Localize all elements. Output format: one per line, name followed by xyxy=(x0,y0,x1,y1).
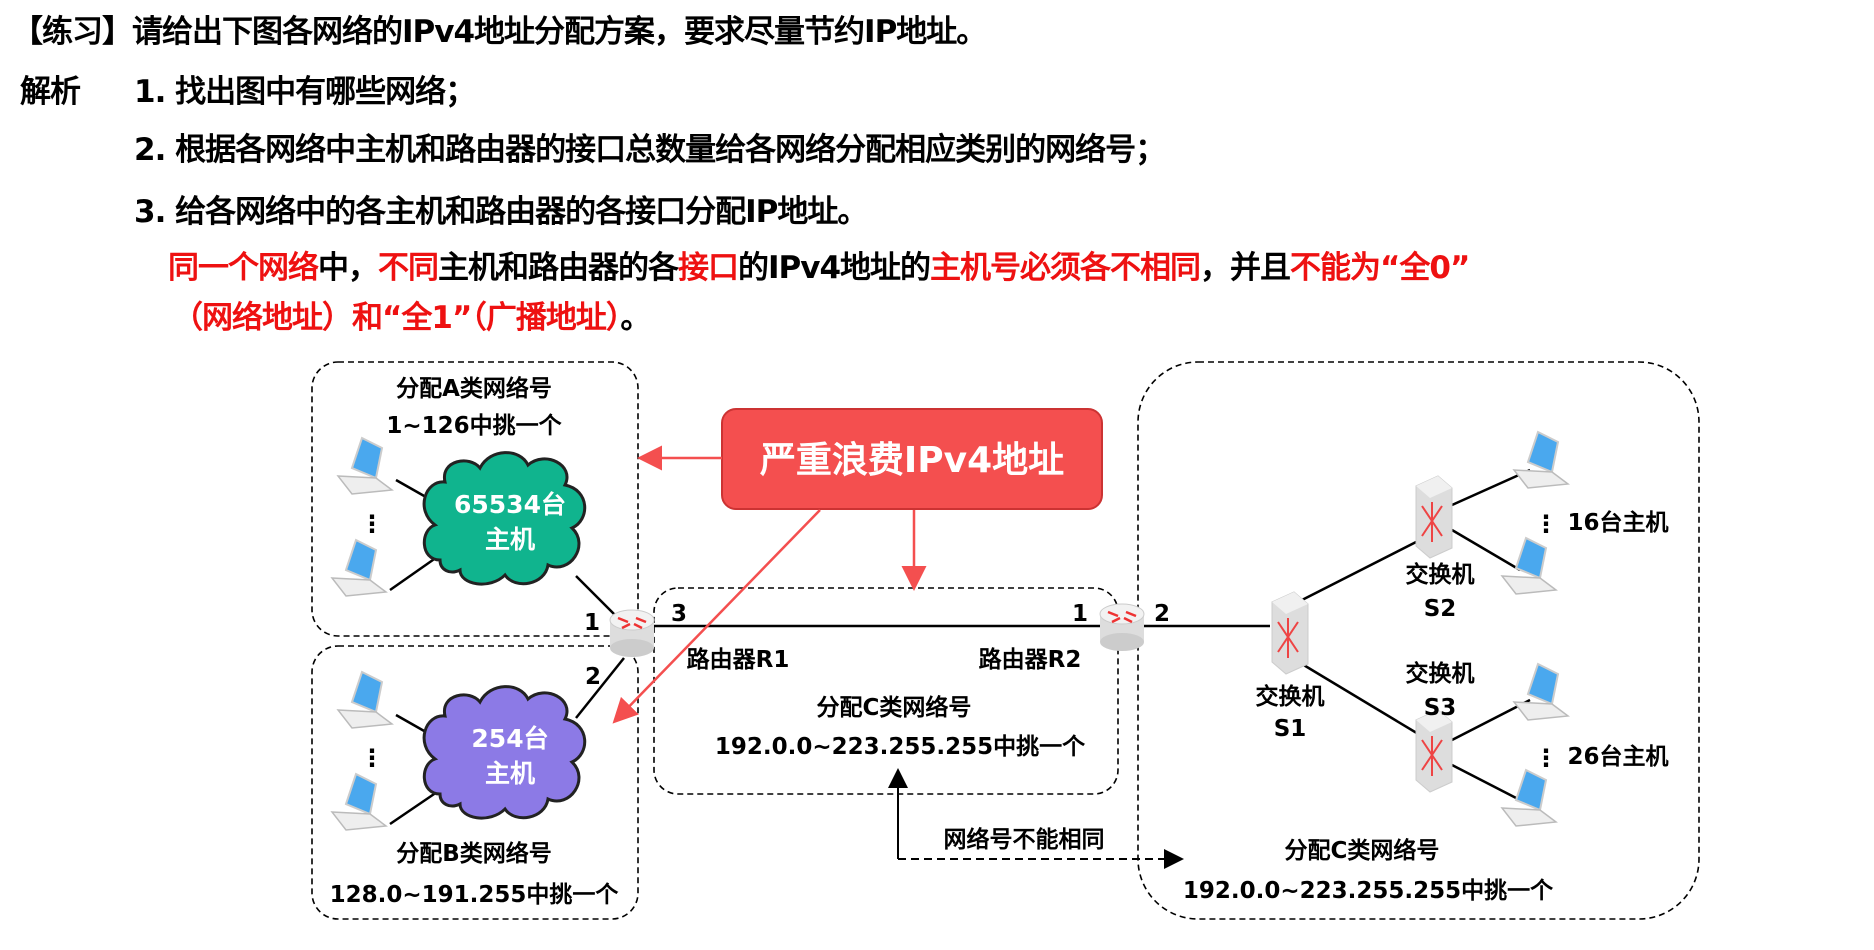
r1-port-1: 1 xyxy=(584,610,600,636)
switch-s3-label: 交换机 xyxy=(1406,660,1475,687)
net-right-range: 192.0.0~223.255.255中挑一个 xyxy=(1183,878,1554,904)
note-part: 接口 xyxy=(678,250,739,286)
net-a-title: 分配A类网络号 xyxy=(396,375,552,402)
note-part: 的IPv4地址的 xyxy=(738,250,931,286)
r1-port-2: 2 xyxy=(585,664,601,690)
r1-port-3: 3 xyxy=(671,601,687,627)
cloud-b: 254台 主机 xyxy=(422,685,587,820)
ellipsis-s2: ⋮ xyxy=(1534,510,1558,538)
switch-s1-id: S1 xyxy=(1274,716,1307,742)
laptop-icon xyxy=(331,773,387,831)
links xyxy=(389,468,1531,826)
ellipsis-a: ⋮ xyxy=(360,510,384,538)
note-part: 主机和路由器的各 xyxy=(438,250,679,286)
net-a-range: 1~126中挑一个 xyxy=(386,413,562,439)
note-part: 。 xyxy=(620,300,651,336)
net-mid-title: 分配C类网络号 xyxy=(817,694,972,721)
switch-s2-icon xyxy=(1415,475,1453,559)
network-right-box xyxy=(1137,361,1700,920)
note-line-2: （网络地址）和“全1”（广播地址）。 xyxy=(172,292,651,337)
net-b-range: 128.0~191.255中挑一个 xyxy=(330,882,620,908)
network-b-box xyxy=(311,645,639,920)
note-part: 中， xyxy=(318,250,379,286)
router-r1-icon xyxy=(608,608,656,659)
router-r1-label: 路由器R1 xyxy=(687,646,790,673)
note-part: 不能为“全0” xyxy=(1290,250,1470,286)
waste-callout-text: 严重浪费IPv4地址 xyxy=(760,440,1064,481)
note-line-1: 同一个网络中，不同主机和路由器的各接口的IPv4地址的主机号必须各不相同，并且不… xyxy=(168,242,1470,287)
laptop-icon xyxy=(1513,663,1569,721)
constraint-label: 网络号不能相同 xyxy=(944,826,1105,853)
switch-s2-id: S2 xyxy=(1424,596,1457,622)
hosts-s2-label: 16台主机 xyxy=(1567,509,1668,536)
cloud-a-label: 主机 xyxy=(485,525,535,554)
exercise-title: 【练习】请给出下图各网络的IPv4地址分配方案，要求尽量节约IP地址。 xyxy=(12,14,987,50)
callout-arrows xyxy=(612,445,927,724)
laptop-icon xyxy=(331,539,387,597)
step-2: 2. 根据各网络中主机和路由器的接口总数量给各网络分配相应类别的网络号； xyxy=(134,132,1166,168)
net-mid-range: 192.0.0~223.255.255中挑一个 xyxy=(715,734,1086,760)
switch-s3-icon xyxy=(1415,709,1453,793)
network-mid-box xyxy=(653,587,1119,795)
r2-port-2: 2 xyxy=(1154,601,1170,627)
net-b-title: 分配B类网络号 xyxy=(396,840,552,867)
r2-port-1: 1 xyxy=(1072,601,1088,627)
laptop-icon xyxy=(337,671,393,729)
constraint-arrow xyxy=(888,768,1184,869)
router-r2-icon xyxy=(1098,602,1146,653)
note-part: ，并且 xyxy=(1200,250,1291,286)
ellipsis-s3: ⋮ xyxy=(1534,744,1558,772)
note-part: （网络地址）和“全1”（广播地址） xyxy=(172,300,621,336)
network-a-box xyxy=(311,361,639,637)
laptop-icon xyxy=(1501,769,1557,827)
switch-s1-icon xyxy=(1271,591,1309,675)
note-part: 同一个网络 xyxy=(168,250,319,286)
router-r2-label: 路由器R2 xyxy=(979,646,1082,673)
laptop-icon xyxy=(337,437,393,495)
cloud-a-count: 65534台 xyxy=(454,490,566,519)
step-3: 3. 给各网络中的各主机和路由器的各接口分配IP地址。 xyxy=(134,194,868,230)
note-part: 主机号必须各不相同 xyxy=(930,250,1201,286)
step-1: 1. 找出图中有哪些网络； xyxy=(134,74,476,110)
ellipsis-b: ⋮ xyxy=(360,744,384,772)
switch-s1-label: 交换机 xyxy=(1256,683,1325,710)
cloud-b-label: 主机 xyxy=(485,759,535,788)
net-right-title: 分配C类网络号 xyxy=(1285,837,1440,864)
switch-s2-label: 交换机 xyxy=(1406,561,1475,588)
note-part: 不同 xyxy=(378,250,439,286)
cloud-a: 65534台 主机 xyxy=(422,451,587,586)
analysis-label: 解析 xyxy=(20,74,81,110)
hosts-s3-label: 26台主机 xyxy=(1567,743,1668,770)
laptop-icon xyxy=(1501,537,1557,595)
laptop-icon xyxy=(1513,431,1569,489)
switch-s3-id: S3 xyxy=(1424,695,1457,721)
cloud-b-count: 254台 xyxy=(471,724,548,753)
